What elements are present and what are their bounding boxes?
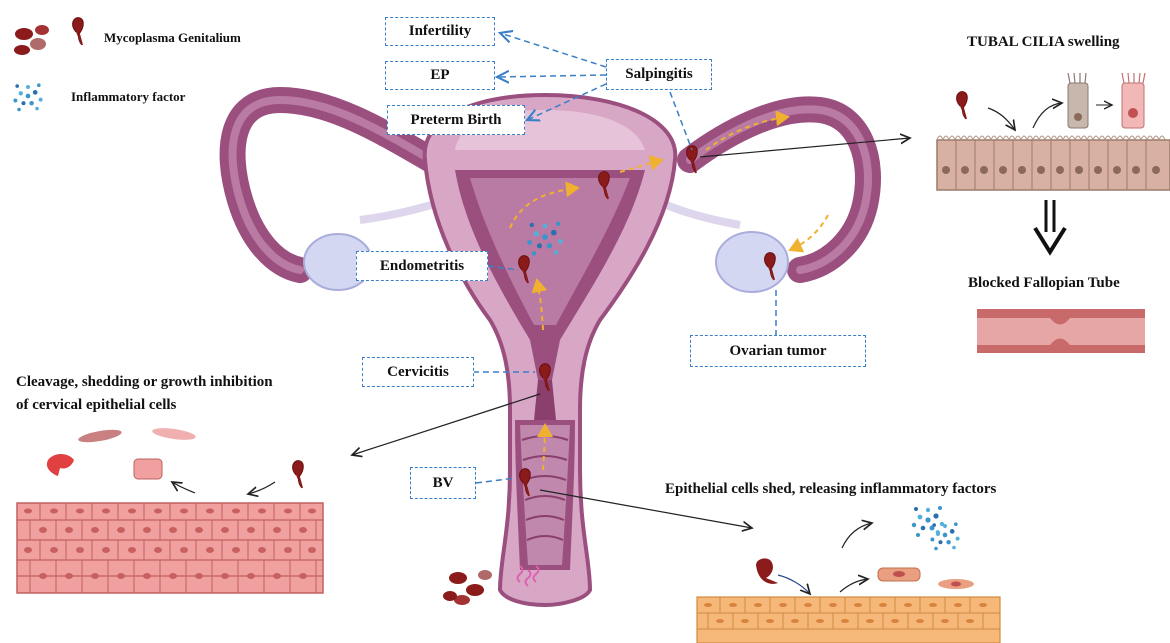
cervical-title-line2: of cervical epithelial cells	[16, 398, 176, 413]
legend-inflammatory-label: Inflammatory factor	[71, 90, 185, 103]
ep-box: EP	[385, 61, 495, 90]
ovarian-tumor-box: Ovarian tumor	[690, 335, 866, 367]
inflammatory-legend-icon	[13, 83, 42, 111]
tubal-cilia-title: TUBAL CILIA swelling	[967, 35, 1120, 50]
preterm-birth-box: Preterm Birth	[387, 105, 525, 135]
right-ovary	[716, 232, 788, 292]
bv-box: BV	[410, 467, 476, 499]
bacteria-cluster-icon	[443, 570, 492, 605]
endometritis-box: Endometritis	[356, 251, 488, 281]
cervical-title-line1: Cleavage, shedding or growth inhibition	[16, 375, 273, 390]
vaginal-panel-title: Epithelial cells shed, releasing inflamm…	[665, 482, 996, 497]
blocked-tube-label: Blocked Fallopian Tube	[968, 276, 1120, 291]
infertility-box: Infertility	[385, 17, 495, 46]
tubal-cilia-panel	[937, 73, 1170, 353]
mycoplasma-legend-icon	[14, 18, 83, 55]
legend-mycoplasma-label: Mycoplasma Genitalium	[104, 31, 241, 44]
cervical-panel	[17, 426, 323, 593]
cervicitis-box: Cervicitis	[362, 357, 474, 387]
salpingitis-box: Salpingitis	[606, 59, 712, 90]
